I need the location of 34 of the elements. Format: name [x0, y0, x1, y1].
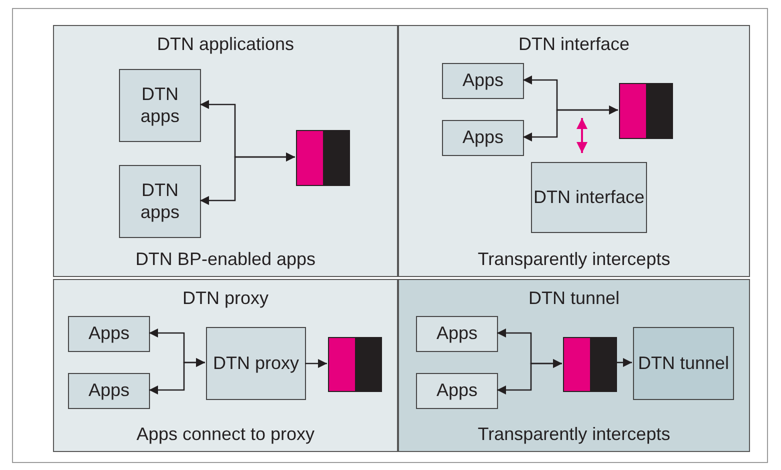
component-box: DTN apps: [119, 165, 201, 238]
component-box: Apps: [416, 316, 498, 352]
component-box: Apps: [68, 373, 150, 409]
component-box: Apps: [68, 316, 150, 352]
panel-caption: Apps connect to proxy: [136, 424, 315, 445]
panel-title: DTN applications: [156, 34, 294, 55]
component-box: Apps: [416, 373, 498, 409]
arrow: [200, 152, 295, 205]
panel: [398, 25, 750, 277]
panel: [53, 25, 398, 277]
component-box: DTN apps: [119, 69, 201, 142]
component-box: Apps: [442, 120, 524, 156]
arrow: [149, 358, 205, 394]
bundle-layer-block: [619, 83, 673, 139]
bundle-layer-block: [563, 337, 617, 392]
bundle-layer-block: [296, 130, 350, 186]
component-box: Apps: [442, 63, 524, 99]
panel: [53, 279, 398, 452]
component-box: DTN interface: [531, 162, 647, 233]
panel-caption: Transparently intercepts: [478, 424, 670, 445]
arrow: [616, 358, 632, 367]
component-box: DTN tunnel: [633, 327, 734, 400]
arrow: [523, 106, 618, 142]
panel-caption: DTN BP-enabled apps: [135, 249, 316, 270]
panel-title: DTN interface: [518, 34, 630, 55]
arrow: [305, 359, 327, 368]
panel-title: DTN tunnel: [528, 288, 620, 309]
arrow: [497, 359, 562, 394]
bundle-layer-block: [328, 337, 382, 392]
panel-caption: Transparently intercepts: [478, 249, 670, 270]
double-arrow: [576, 118, 588, 153]
panel-title: DTN proxy: [182, 288, 268, 309]
panel: [398, 279, 750, 452]
component-box: DTN proxy: [206, 327, 306, 400]
